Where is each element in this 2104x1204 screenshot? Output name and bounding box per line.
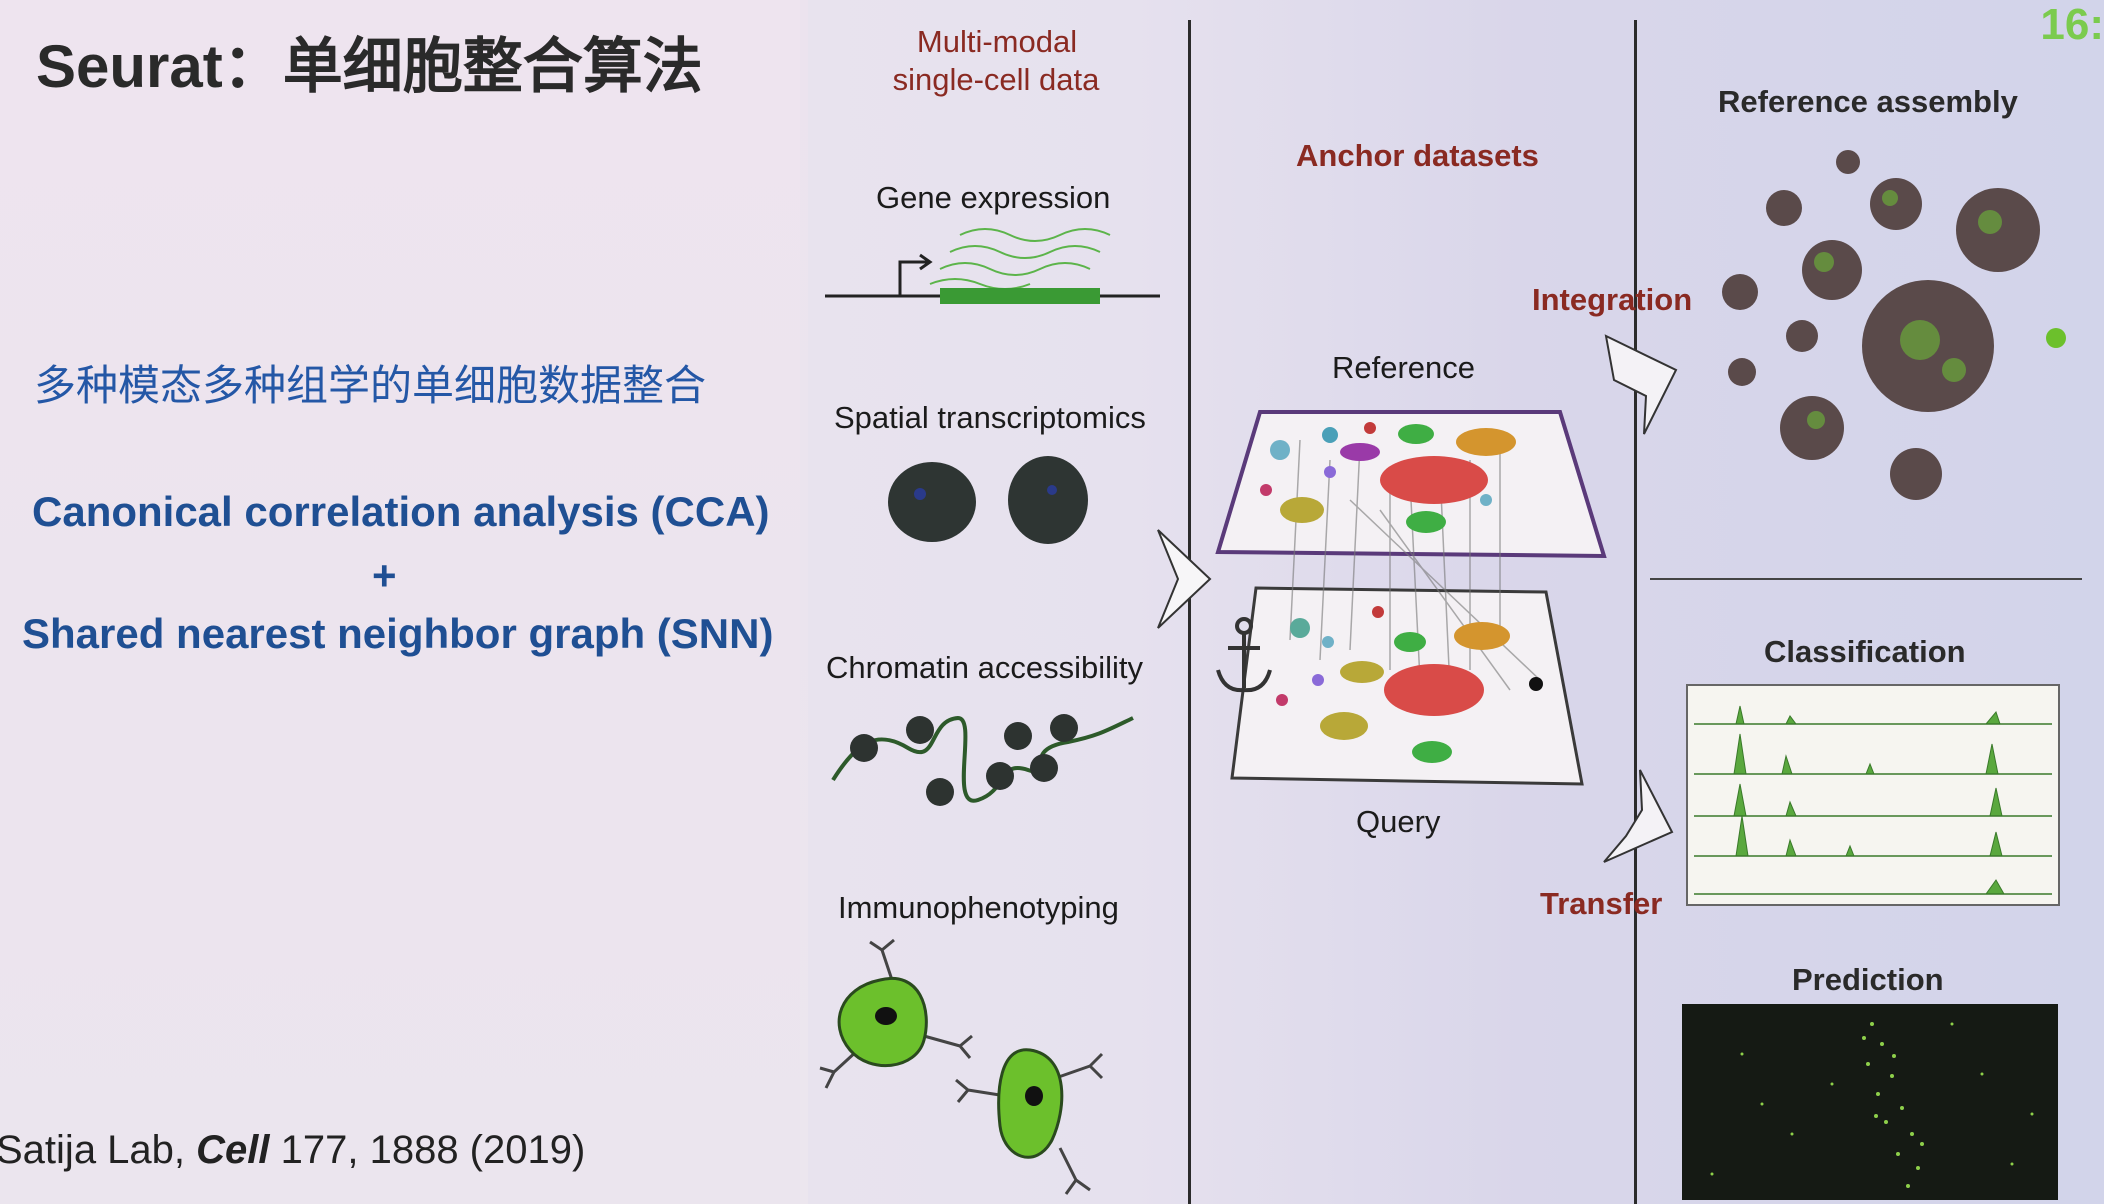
anchor-datasets-label: Anchor datasets: [1296, 138, 1539, 173]
row-divider: [1650, 578, 2082, 580]
method-cca: Canonical correlation analysis (CCA): [32, 488, 770, 535]
integration-label: Integration: [1532, 282, 1693, 317]
spatial-cells-icon: [888, 456, 1088, 544]
reference-assembly-label: Reference assembly: [1718, 84, 2018, 119]
immune-cells-icon: [819, 938, 1104, 1195]
column-divider-2: [1634, 20, 1637, 1204]
chinese-subtitle: 多种模态多种组学的单细胞数据整合: [34, 361, 707, 410]
query-label: Query: [1356, 804, 1441, 839]
citation-ref: 177, 1888 (2019): [269, 1128, 586, 1172]
modality-immuno: Immunophenotyping: [838, 890, 1119, 925]
classification-label: Classification: [1764, 634, 1966, 669]
slide-title: Seurat：单细胞整合算法: [36, 33, 703, 100]
col1-header-line1: Multi-modal: [916, 24, 1078, 59]
column-divider-1: [1188, 20, 1191, 1204]
classification-tracks: [1686, 684, 2060, 906]
transfer-arrow-icon: [1603, 769, 1674, 863]
slide-text-panel: [0, 0, 800, 1204]
chromatin-icon: [831, 714, 1134, 806]
prediction-image: [1682, 1004, 2058, 1200]
reference-label: Reference: [1332, 350, 1476, 385]
prediction-label: Prediction: [1792, 962, 1944, 997]
col1-header-line2: single-cell data: [892, 62, 1100, 97]
transfer-label: Transfer: [1540, 886, 1663, 921]
modality-chromatin: Chromatin accessibility: [826, 650, 1143, 685]
citation-lab: Satija Lab,: [0, 1128, 197, 1172]
citation: Satija Lab, Cell 177, 1888 (2019): [0, 1128, 585, 1173]
integration-arrow-icon: [1604, 334, 1678, 435]
clock-overlay: 16:: [2040, 0, 2104, 49]
chevron-right-icon: [1157, 529, 1212, 629]
gene-expression-icon: [825, 228, 1160, 304]
citation-journal: Cell: [196, 1128, 270, 1172]
anchor-diagram: [1215, 410, 1607, 786]
modality-gene-expression: Gene expression: [876, 180, 1111, 215]
reference-assembly-plot: [1722, 150, 2066, 500]
modality-spatial: Spatial transcriptomics: [834, 400, 1146, 435]
method-snn: Shared nearest neighbor graph (SNN): [22, 610, 774, 657]
method-plus: +: [372, 552, 397, 599]
